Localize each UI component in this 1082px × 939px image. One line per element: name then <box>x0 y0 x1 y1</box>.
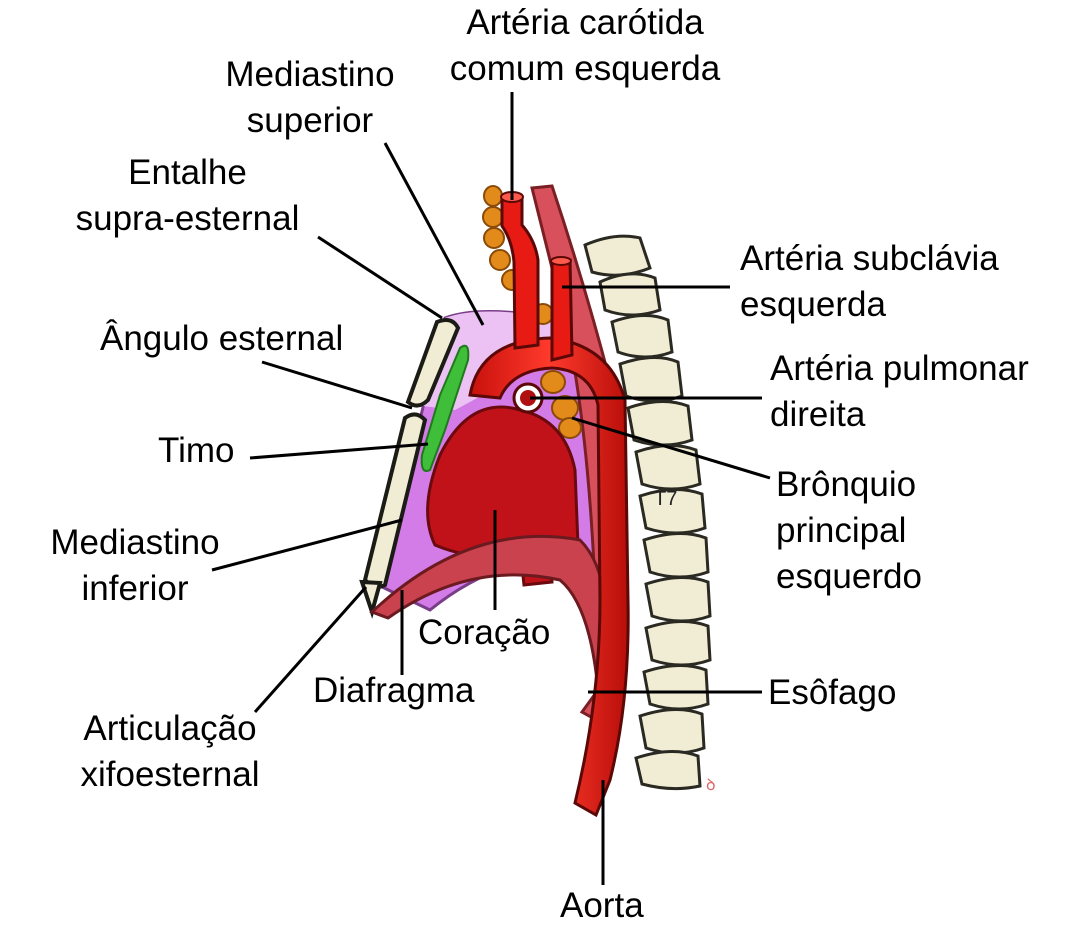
label-xiphisternal-joint: Articulação xifoesternal <box>50 706 290 798</box>
label-aorta: Aorta <box>560 883 644 929</box>
leader-lines <box>211 92 771 885</box>
subclavian-opening <box>550 256 572 266</box>
leader-xiphisternal <box>253 586 368 713</box>
label-aorta-line1: Aorta <box>560 886 644 925</box>
label-carotid: Artéria carótida comum esquerda <box>435 0 735 92</box>
label-carotid-line1: Artéria carótida <box>466 3 704 42</box>
label-subclavian: Artéria subclávia esquerda <box>740 236 999 328</box>
label-pulmonary-line2: direita <box>770 395 866 434</box>
leader-bronchus <box>571 416 771 480</box>
label-suprasternal-line2: supra-esternal <box>75 199 300 238</box>
label-diaphragm-line1: Diafragma <box>313 671 475 710</box>
label-subclavian-line2: esquerda <box>740 285 886 324</box>
label-heart: Coração <box>418 610 550 656</box>
right-pulmonary-artery-lumen <box>520 390 536 406</box>
vertebral-column <box>583 234 712 791</box>
label-left-main-bronchus: Brônquio principal esquerdo <box>776 462 922 600</box>
thymus <box>420 344 470 472</box>
label-carotid-line2: comum esquerda <box>449 49 721 88</box>
label-right-pulmonary-artery: Artéria pulmonar direita <box>770 346 1029 438</box>
label-superior-mediastinum-line1: Mediastino <box>225 55 395 94</box>
leader-suprasternal <box>317 235 443 320</box>
label-suprasternal-notch: Entalhe supra-esternal <box>55 150 320 242</box>
sternum <box>359 318 461 619</box>
label-suprasternal-line1: Entalhe <box>128 153 247 192</box>
label-diaphragm: Diafragma <box>313 668 474 714</box>
label-inferior-mediastinum: Mediastino inferior <box>30 520 240 612</box>
label-subclavian-line1: Artéria subclávia <box>740 239 999 278</box>
left-common-carotid-artery <box>500 196 540 350</box>
label-esophagus: Esôfago <box>768 670 896 716</box>
label-esophagus-line1: Esôfago <box>768 673 897 712</box>
left-subclavian-artery <box>550 258 574 362</box>
label-thymus-line1: Timo <box>158 431 235 470</box>
leader-sup-mediastinum <box>383 142 485 326</box>
label-bronchus-line3: esquerdo <box>776 557 922 596</box>
label-bronchus-line2: principal <box>776 511 907 550</box>
label-sternal-angle: Ângulo esternal <box>100 316 343 362</box>
label-heart-line1: Coração <box>418 613 551 652</box>
artist-signature: ꝺ <box>706 777 716 794</box>
leader-inf-mediastinum <box>211 518 403 572</box>
label-xiphisternal-line2: xifoesternal <box>80 755 260 794</box>
vertebra-t7-label: T7 <box>654 488 677 510</box>
label-bronchus-line1: Brônquio <box>776 465 917 504</box>
label-xiphisternal-line1: Articulação <box>83 709 257 748</box>
label-sternal-angle-line1: Ângulo esternal <box>100 319 344 358</box>
leader-thymus <box>249 442 429 460</box>
label-superior-mediastinum-line2: superior <box>246 101 374 140</box>
label-thymus: Timo <box>158 428 234 474</box>
label-inferior-mediastinum-line2: inferior <box>81 569 189 608</box>
label-inferior-mediastinum-line1: Mediastino <box>50 523 220 562</box>
label-pulmonary-line1: Artéria pulmonar <box>770 349 1029 388</box>
label-superior-mediastinum: Mediastino superior <box>205 52 415 144</box>
leader-sternal-angle <box>261 360 413 410</box>
